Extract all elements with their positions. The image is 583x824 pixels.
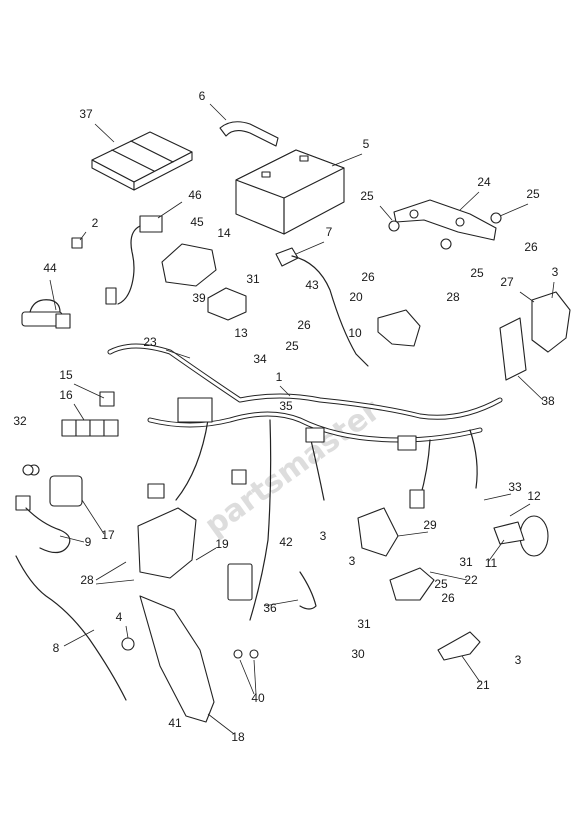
control-module: [227, 563, 253, 601]
callout-c5: 5: [363, 137, 370, 151]
callout-c45: 45: [190, 215, 204, 229]
tray-18: [139, 595, 215, 723]
callout-c27: 27: [500, 275, 514, 289]
callout-c31c: 31: [357, 617, 371, 631]
callout-c2: 2: [92, 216, 99, 230]
callout-c25d: 25: [285, 339, 299, 353]
callout-c3a: 3: [552, 265, 559, 279]
callout-c26b: 26: [361, 270, 375, 284]
callout-c28a: 28: [446, 290, 460, 304]
callout-c43: 43: [305, 278, 319, 292]
callout-labels: 1233334567891011121314151617181920212223…: [13, 89, 558, 744]
callout-c3c: 3: [349, 554, 356, 568]
callout-c37: 37: [79, 107, 93, 121]
battery-strap: [219, 121, 279, 147]
battery: [235, 149, 345, 235]
callout-c13: 13: [234, 326, 248, 340]
clip-40b: [249, 649, 259, 659]
callout-c30: 30: [351, 647, 365, 661]
callout-c17: 17: [101, 528, 115, 542]
callout-c25b: 25: [526, 187, 540, 201]
callout-c21: 21: [476, 678, 490, 692]
fuse: [71, 237, 83, 249]
washer-25a: [388, 220, 400, 232]
lead-36: [299, 571, 317, 610]
callout-c26d: 26: [441, 591, 455, 605]
callout-c24: 24: [477, 175, 491, 189]
connector-44: [21, 299, 71, 329]
callout-c19: 19: [215, 537, 229, 551]
callout-c10: 10: [348, 326, 362, 340]
accessory-lead: [105, 201, 183, 305]
callout-c34: 34: [253, 352, 267, 366]
callout-c6: 6: [199, 89, 206, 103]
callout-c36: 36: [263, 601, 277, 615]
bracket-45: [161, 243, 217, 287]
callout-c22: 22: [464, 573, 478, 587]
callout-c8: 8: [53, 641, 60, 655]
callout-c28b: 28: [80, 573, 94, 587]
horn: [493, 515, 549, 557]
callout-c14: 14: [217, 226, 231, 240]
callout-c44: 44: [43, 261, 57, 275]
bracket-29: [357, 507, 399, 557]
callout-c46: 46: [188, 188, 202, 202]
bracket-27: [531, 291, 571, 353]
callout-c38: 38: [541, 394, 555, 408]
ground-lead-7: [275, 247, 369, 367]
bracket-21: [437, 631, 481, 661]
washer-25c: [440, 238, 452, 250]
callout-c31b: 31: [459, 555, 473, 569]
callout-c29: 29: [423, 518, 437, 532]
callout-c9: 9: [85, 535, 92, 549]
bracket-19: [137, 507, 197, 579]
bracket-24: [393, 199, 497, 241]
callout-c32: 32: [13, 414, 27, 428]
callout-c3d: 3: [515, 653, 522, 667]
callout-c25a: 25: [360, 189, 374, 203]
callout-c26c: 26: [297, 318, 311, 332]
callout-c35: 35: [279, 399, 293, 413]
callout-c23: 23: [143, 335, 157, 349]
callout-c20: 20: [349, 290, 363, 304]
callout-c33: 33: [508, 480, 522, 494]
callout-c25c: 25: [470, 266, 484, 280]
callout-c18: 18: [231, 730, 245, 744]
callout-c25e: 25: [434, 577, 448, 591]
callout-c39: 39: [192, 291, 206, 305]
callout-c26a: 26: [524, 240, 538, 254]
relay-holder-39: [207, 287, 247, 321]
callout-c12: 12: [527, 489, 541, 503]
main-wiring-harness: [107, 343, 503, 621]
callout-c16: 16: [59, 388, 73, 402]
battery-lead-8: [15, 555, 135, 701]
washer-25b: [490, 212, 502, 224]
callout-c41: 41: [168, 716, 182, 730]
callout-c31a: 31: [246, 272, 260, 286]
callout-c40: 40: [251, 691, 265, 705]
bracket-22: [389, 567, 435, 601]
fuse-box-tray: [91, 131, 193, 191]
callout-c4: 4: [116, 610, 123, 624]
callout-c7: 7: [326, 225, 333, 239]
clip-40a: [233, 649, 243, 659]
bracket-38: [499, 317, 527, 381]
callout-c42: 42: [279, 535, 293, 549]
starter-lead-9: [15, 495, 71, 554]
bracket-20: [377, 309, 421, 347]
relay-set-16: [61, 419, 119, 437]
relay-15: [99, 391, 115, 407]
callout-c11: 11: [485, 556, 498, 570]
callout-c3b: 3: [320, 529, 327, 543]
callout-c15: 15: [59, 368, 73, 382]
leader-lines: [49, 103, 555, 735]
callout-c1: 1: [276, 370, 283, 384]
starter-solenoid: [22, 464, 83, 507]
